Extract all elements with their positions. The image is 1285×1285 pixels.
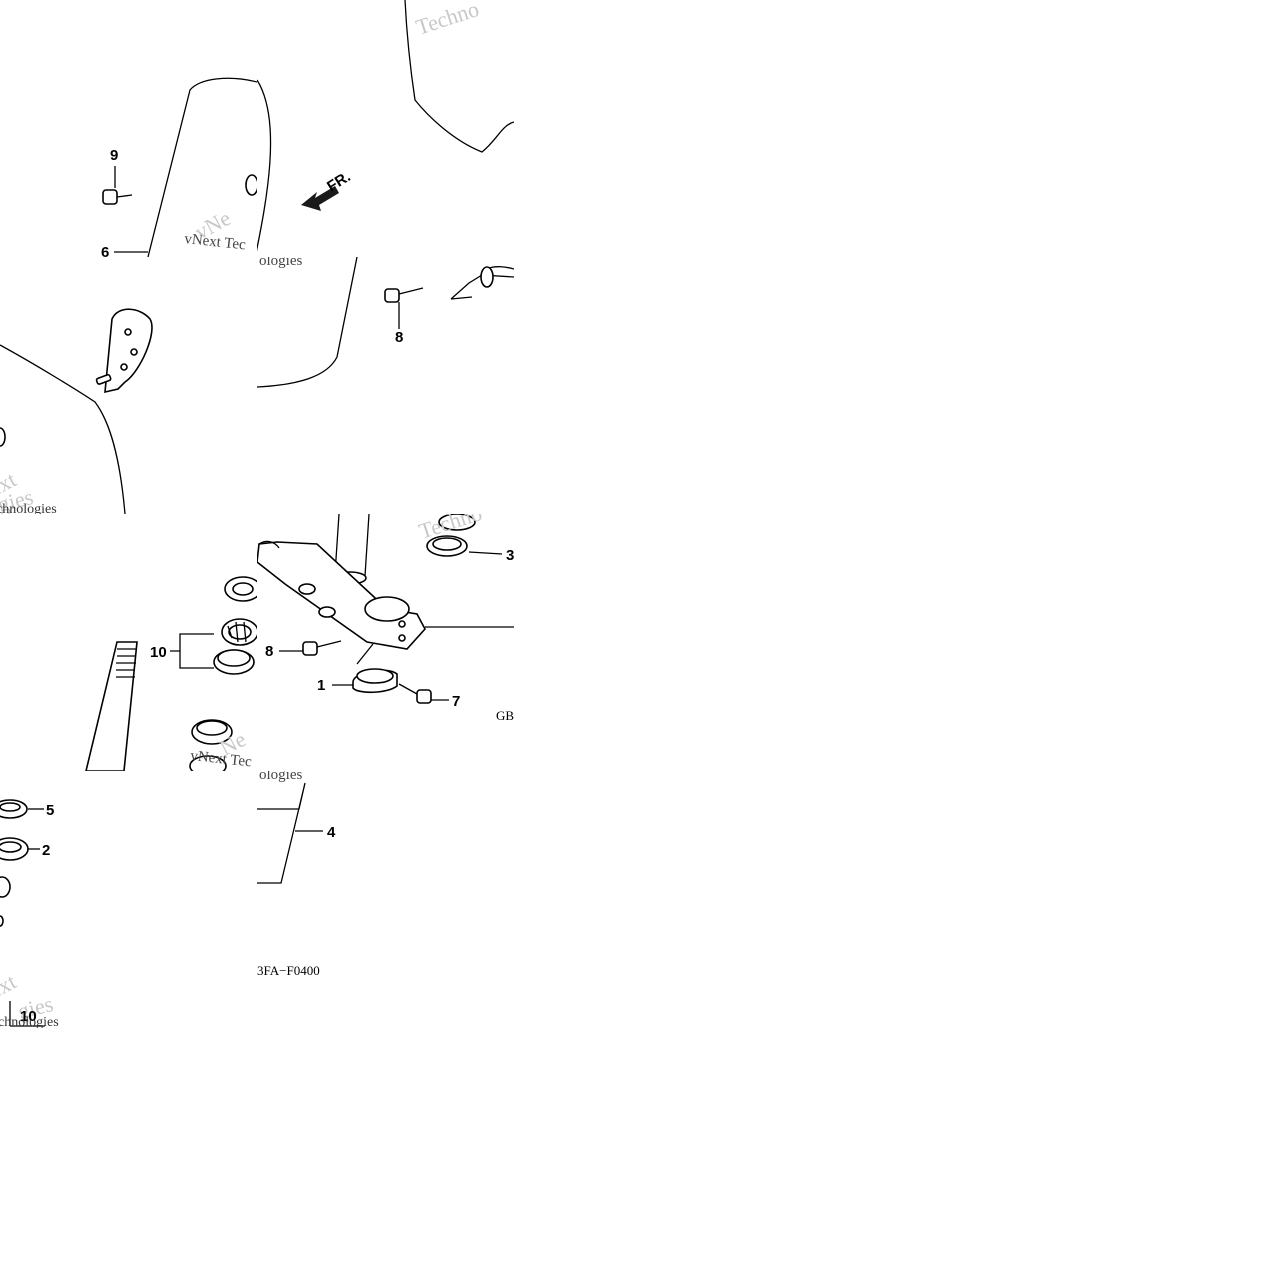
tile-stem-nut: 5 2 ext gies 10 chnologies — [0, 771, 257, 1028]
windscreen-outline — [147, 77, 257, 257]
callout-4: 4 — [327, 824, 336, 841]
windscreen-outline — [257, 257, 358, 388]
mount-hole — [245, 174, 257, 196]
bolt-icon — [302, 640, 342, 656]
tile-bracket: ext gies chnologies — [0, 257, 257, 514]
bearing-icon — [224, 576, 257, 602]
callout-8-upper: 8 — [395, 329, 403, 346]
svg-text:gies: gies — [0, 484, 36, 514]
top-bridge — [257, 541, 426, 650]
callout-2: 2 — [42, 842, 50, 859]
windscreen-outline — [0, 344, 126, 514]
watermark-text-dark: chnologies — [0, 502, 57, 514]
oil-seal-icon — [426, 514, 476, 557]
tile-windscreen-bottom: ologies 8 — [257, 257, 514, 514]
callout-7: 7 — [452, 693, 460, 710]
watermark-text: Techno — [413, 0, 482, 40]
callout-5: 5 — [46, 802, 54, 819]
callout-6: 6 — [101, 244, 109, 257]
callout-3: 3 — [506, 547, 514, 564]
bolt-icon — [398, 683, 432, 704]
diagram-code-top: GB — [496, 708, 514, 723]
bolt-icon — [384, 287, 424, 303]
watermark-text: vNext Tec — [184, 231, 247, 253]
tile-top-bridge: Techno 3 8 1 7 GB — [257, 514, 514, 771]
callout-10-lower: 10 — [20, 1008, 37, 1025]
windscreen-bracket — [104, 308, 153, 394]
front-arrow-icon: FR. — [301, 168, 354, 211]
tile-steering-stem: 10 Ne vNext Tec — [0, 514, 257, 771]
stem-nut-icon — [0, 799, 28, 819]
callout-9: 9 — [110, 147, 118, 164]
bearing-icon — [189, 755, 227, 771]
watermark-text: ologies — [259, 771, 302, 783]
washer-icon — [0, 837, 29, 861]
windscreen-outline — [404, 0, 514, 153]
windscreen-edge — [257, 79, 272, 252]
watermark-text: ologies — [259, 257, 302, 269]
watermark-text-dark: chnologies — [0, 1015, 59, 1028]
callout-1: 1 — [317, 677, 325, 694]
bearing-icon — [221, 618, 257, 646]
callout-8-lower: 8 — [265, 643, 273, 660]
tile-windscreen-top: Techno FR. — [257, 0, 514, 257]
callout-10-upper: 10 — [150, 644, 167, 661]
tile-callout-4: ologies 4 3FA−F0400 — [257, 771, 514, 1028]
watermark-text: vNext Tec — [190, 748, 253, 770]
steering-stem — [85, 641, 138, 771]
handlebar-clamp-icon — [352, 668, 398, 694]
race-icon — [191, 719, 233, 745]
bolt-icon — [102, 189, 133, 205]
race-icon — [213, 649, 255, 675]
diagram-code-bottom: 3FA−F0400 — [257, 963, 320, 978]
tile-windscreen-left: 9 6 vNext Tec vNe — [0, 0, 257, 257]
